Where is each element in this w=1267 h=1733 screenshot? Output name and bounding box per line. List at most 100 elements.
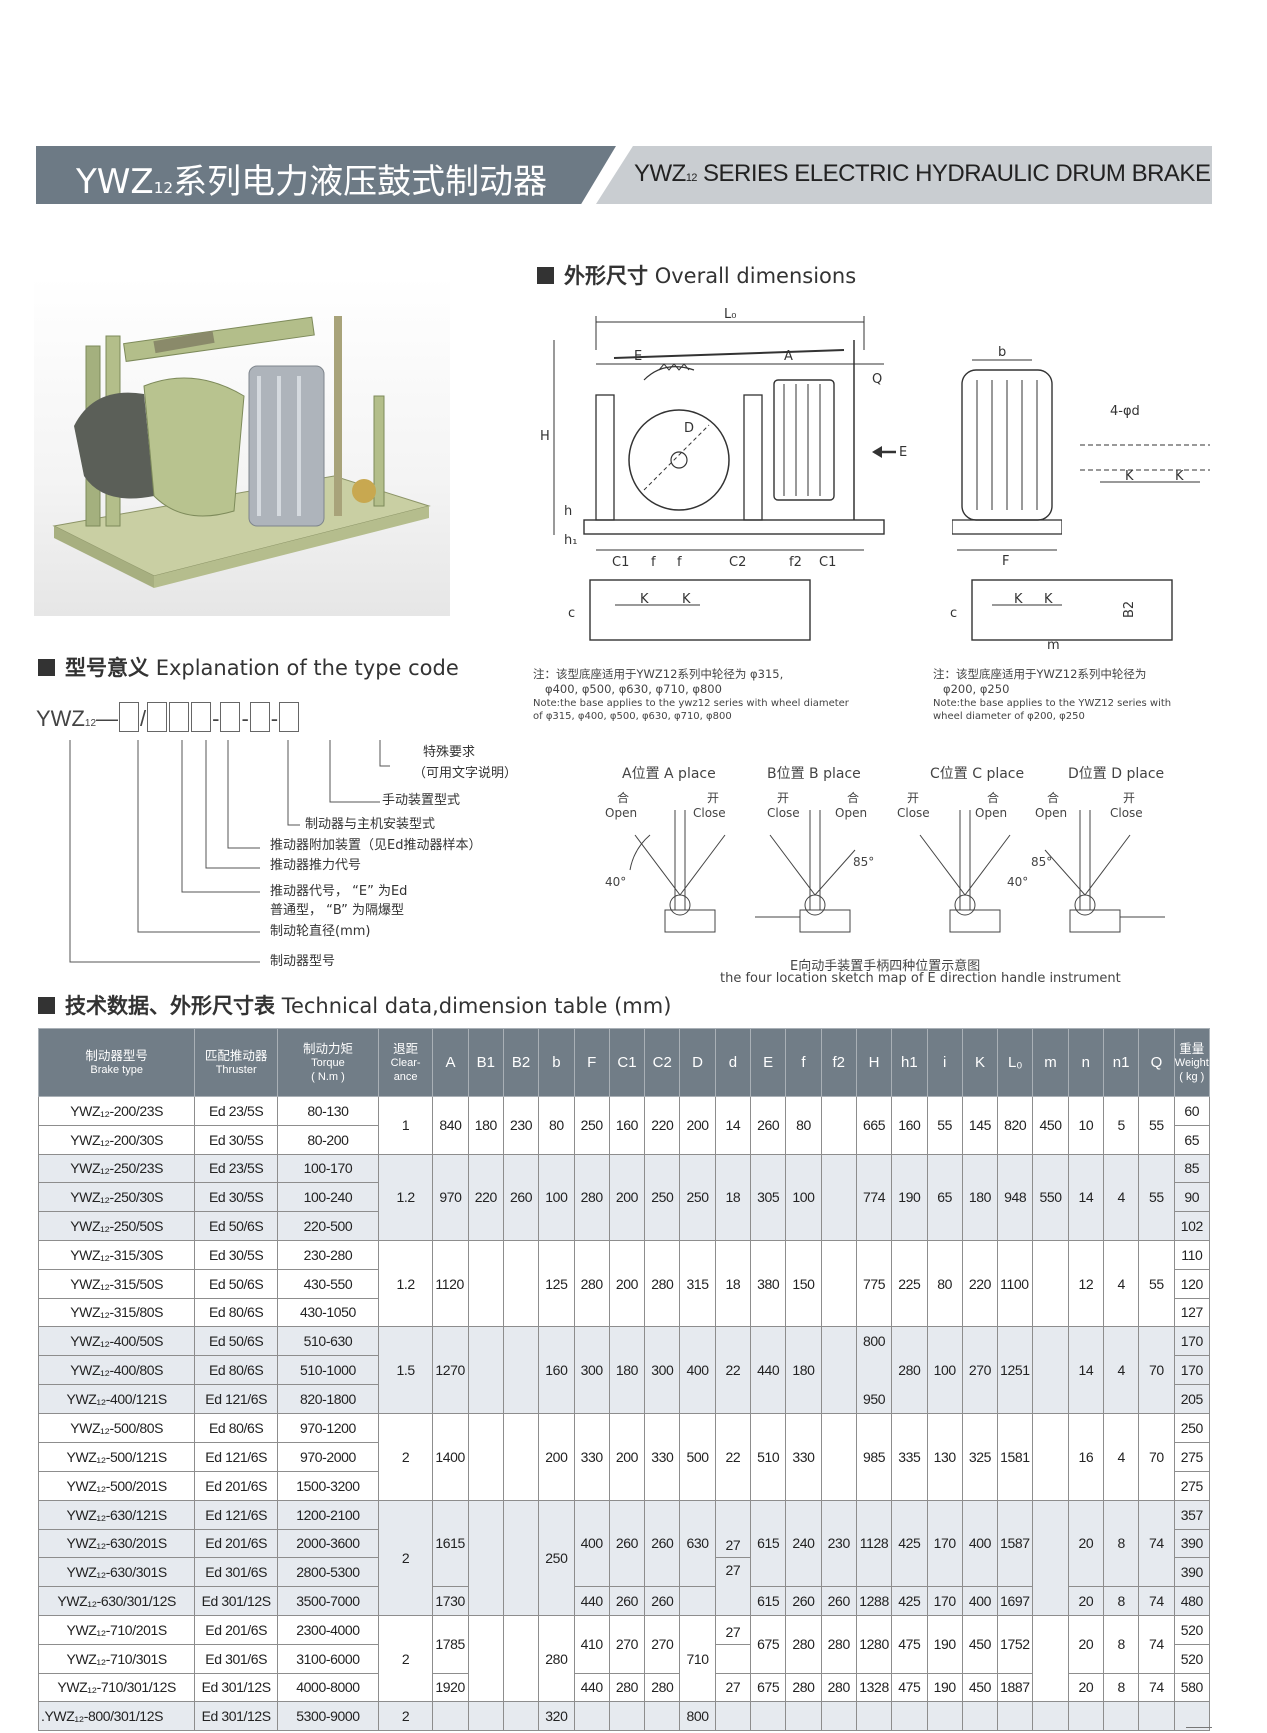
- th-f-cap: F: [573, 1028, 610, 1097]
- th-f2: f2: [820, 1028, 857, 1097]
- dim-label-b2: B2: [1122, 601, 1137, 618]
- dim-label-f-side: F: [1002, 554, 1009, 569]
- dim-label-m: m: [1047, 638, 1060, 653]
- place-c-sketch: 开 Close 合 Open 40°: [897, 790, 1028, 933]
- th-c1: C1: [608, 1028, 646, 1097]
- banner-left-panel: [36, 146, 616, 204]
- brake-photo-illustration: [52, 316, 431, 588]
- side-view-drawing: b F: [952, 345, 1062, 569]
- svg-text:Close: Close: [767, 806, 800, 820]
- svg-text:开: 开: [707, 791, 719, 805]
- dim-label-l0: L₀: [724, 307, 736, 322]
- dim-label-b: b: [998, 345, 1006, 360]
- th-i: i: [926, 1028, 963, 1097]
- dim-label-h1: h₁: [564, 533, 577, 548]
- svg-text:合: 合: [617, 790, 629, 805]
- code-explain-thrust-code: 推动器推力代号: [270, 858, 362, 873]
- note-left: 注：该型底座适用于YWZ12系列中轮径为 φ315, φ400, φ500, φ…: [533, 667, 849, 722]
- page-title-cn: YWZ12系列电力液压鼓式制动器: [76, 162, 548, 202]
- svg-text:Close: Close: [897, 806, 930, 820]
- th-b1: B1: [467, 1028, 504, 1097]
- svg-text:合: 合: [847, 790, 859, 805]
- place-d-label: D位置 D place: [1068, 766, 1165, 782]
- handle-position-sketches: 合 Open 开 Close 40° 开 Close 合 Open 85° 开 …: [605, 790, 1165, 933]
- svg-text:Close: Close: [693, 806, 726, 820]
- svg-text:40°: 40°: [605, 875, 626, 889]
- th-l0: L₀: [997, 1028, 1034, 1097]
- code-box: [191, 702, 212, 732]
- banner-right-panel: [596, 146, 1212, 204]
- th-d: d: [714, 1028, 752, 1097]
- type-code-pattern: YWZ12—/---: [36, 702, 300, 732]
- code-box: [147, 702, 168, 732]
- section-title-explain: 型号意义 Explanation of the type code: [38, 652, 459, 682]
- dim-label-c1b: C1: [819, 555, 836, 570]
- svg-text:85°: 85°: [1031, 855, 1052, 869]
- view-arrow-e-label: E: [899, 445, 907, 460]
- base-plan-right: c K K B2 m: [950, 579, 1173, 653]
- svg-text:开: 开: [1123, 791, 1135, 805]
- dim-label-k-base2: K: [682, 592, 691, 607]
- dim-label-f1: f: [651, 555, 656, 570]
- code-explain-thruster-attach: 推动器附加装置（见Ed推动器样本）: [270, 838, 482, 853]
- dim-label-h: H: [540, 429, 550, 444]
- code-explain-mount: 制动器与主机安装型式: [305, 817, 436, 832]
- th-b2: B2: [502, 1028, 540, 1097]
- code-explain-wheel-diameter: 制动轮直径(mm): [270, 924, 371, 939]
- front-view-drawing: L₀ E A H h h₁ D Q C1 f f C2 f2 C1 E: [540, 307, 907, 570]
- th-h1: h1: [891, 1028, 928, 1097]
- dim-label-c2: C2: [729, 555, 746, 570]
- code-explain-special: 特殊要求: [423, 745, 476, 760]
- code-box: [279, 702, 300, 732]
- sketch-caption-en: the four location sketch map of E direct…: [720, 971, 1121, 986]
- svg-text:合: 合: [1047, 790, 1059, 805]
- code-box: [249, 702, 270, 732]
- code-explain-thruster-type: 普通型， “B” 为隔爆型: [270, 903, 404, 918]
- dim-label-a: A: [784, 349, 793, 364]
- dim-label-c-left: c: [568, 606, 575, 621]
- dim-label-c1: C1: [612, 555, 629, 570]
- dim-label-small-h: h: [564, 504, 572, 519]
- place-b-sketch: 开 Close 合 Open 85°: [755, 790, 874, 933]
- place-a-label: A位置 A place: [622, 766, 716, 782]
- dim-label-c-right: c: [950, 606, 957, 621]
- code-box: [119, 702, 140, 732]
- code-explain-special-note: （可用文字说明）: [413, 766, 518, 781]
- code-box: [169, 702, 190, 732]
- type-code-leader-lines: [69, 740, 390, 963]
- svg-text:Open: Open: [835, 806, 867, 820]
- code-explain-brake-model: 制动器型号: [270, 954, 336, 969]
- th-d-cap: D: [679, 1028, 716, 1097]
- section-title-overall: 外形尺寸 Overall dimensions: [537, 260, 856, 290]
- th-q: Q: [1138, 1028, 1175, 1097]
- th-n: n: [1067, 1028, 1104, 1097]
- place-b-label: B位置 B place: [767, 766, 861, 782]
- svg-text:40°: 40°: [1007, 875, 1028, 889]
- hole-detail-drawing: 4-φd K K: [1080, 404, 1210, 484]
- dim-label-f2: f: [677, 555, 682, 570]
- note-right: 注：该型底座适用于YWZ12系列中轮径为 φ200, φ250 Note:the…: [933, 667, 1172, 722]
- svg-text:合: 合: [987, 790, 999, 805]
- page-corner-mark: [1186, 1727, 1212, 1728]
